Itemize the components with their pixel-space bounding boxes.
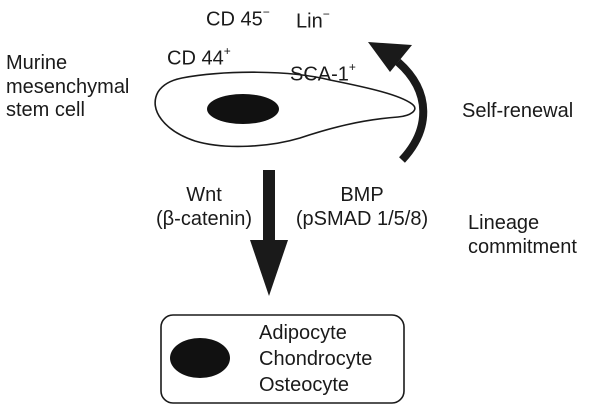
- marker-lin: Lin−: [296, 7, 330, 33]
- stem-cell-label-line: stem cell: [6, 99, 85, 122]
- wnt-mediator: (β-catenin): [156, 207, 252, 230]
- progeny-item: Adipocyte: [259, 322, 347, 344]
- bmp-mediator: (pSMAD 1/5/8): [295, 207, 429, 230]
- progeny-box: [160, 314, 405, 404]
- self-renewal-arrow: [395, 59, 428, 163]
- marker-sca1: SCA-1+: [290, 60, 356, 86]
- self-renewal-label: Self-renewal: [462, 100, 574, 122]
- lineage-commitment-label: Lineage commitment: [468, 212, 577, 259]
- stem-cell-outline: [154, 71, 416, 148]
- lineage-line: commitment: [468, 235, 577, 258]
- lineage-arrowhead: [250, 240, 288, 296]
- lineage-line: Lineage: [468, 212, 540, 234]
- progeny-nucleus: [170, 338, 230, 378]
- progeny-item: Osteocyte: [259, 374, 350, 396]
- wnt-name: Wnt: [186, 184, 222, 206]
- marker-cd44: CD 44+: [167, 44, 231, 70]
- bmp-label: BMP (pSMAD 1/5/8): [280, 184, 444, 231]
- progeny-item: Chondrocyte: [259, 348, 373, 370]
- marker-cd45: CD 45−: [206, 5, 270, 31]
- stem-cell-label: Murine mesenchymal stem cell: [6, 52, 129, 123]
- self-renewal-arrowhead: [368, 42, 412, 72]
- bmp-name: BMP: [340, 184, 384, 206]
- stem-cell-label-line: mesenchymal: [6, 75, 130, 98]
- progeny-list: Adipocyte Chondrocyte Osteocyte: [259, 320, 372, 398]
- stem-cell-nucleus: [207, 94, 279, 124]
- wnt-label: Wnt (β-catenin): [146, 184, 262, 231]
- stem-cell-label-line: Murine: [6, 52, 68, 74]
- lineage-arrow-shaft: [263, 170, 275, 248]
